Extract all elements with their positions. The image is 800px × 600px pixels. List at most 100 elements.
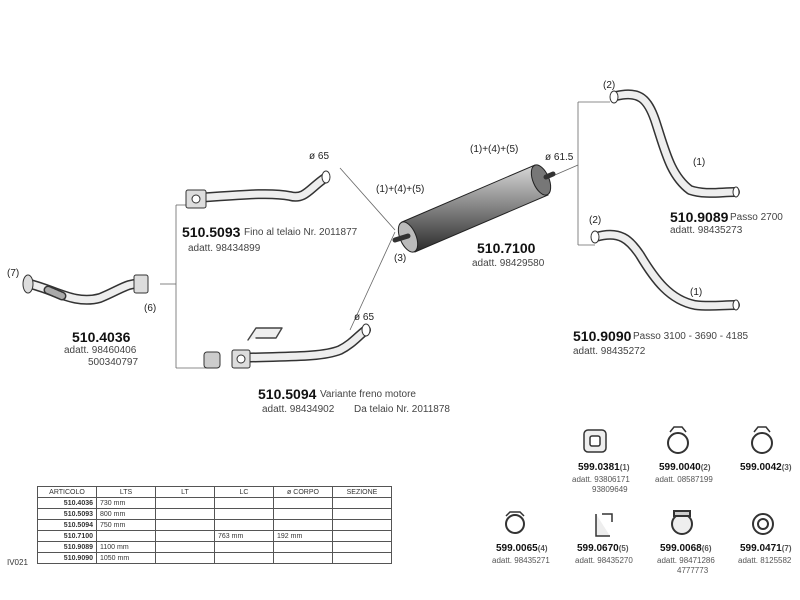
sealing-ring-icon [752, 513, 774, 535]
pipe-510-5093 [185, 170, 331, 209]
marker-3: (3) [394, 253, 407, 264]
column-header: LC [214, 486, 274, 498]
marker-6: (6) [144, 303, 157, 314]
table-cell [155, 541, 215, 553]
part-adatt-510-5094: adatt. 98434902 [262, 404, 335, 415]
table-cell [214, 508, 274, 520]
column-header: SEZIONE [332, 486, 392, 498]
pipe-510-5094 [203, 323, 371, 369]
accessory-adatt: adatt. 08587199 [655, 475, 713, 484]
accessory-code: 599.0068(6) [660, 543, 712, 554]
accessory-adatt: adatt. 98435271 [492, 556, 550, 565]
part-note-510-9090: Passo 3100 - 3690 - 4185 [633, 331, 749, 342]
marker-1a: (1) [693, 157, 706, 168]
part-note-510-5093: Fino al telaio Nr. 2011877 [244, 227, 358, 238]
clamp-ring-icon [667, 426, 689, 454]
part-number-510-4036: 510.4036 [72, 329, 131, 345]
u-clamp-icon [505, 511, 525, 534]
table-cell [214, 497, 274, 509]
part-adatt-510-5093: adatt. 98434899 [188, 243, 261, 254]
table-cell [332, 541, 392, 553]
pipe-510-9089 [609, 89, 740, 198]
table-cell: 730 mm [96, 497, 156, 509]
table-cell: 192 mm [273, 530, 333, 542]
table-cell [155, 508, 215, 520]
part-adatt-510-9089: adatt. 98435273 [670, 225, 743, 236]
part-number-510-5093: 510.5093 [182, 224, 241, 240]
band-clamp-icon [671, 510, 693, 535]
table-header-row: ARTICOLO LTS LT LC ø CORPO SEZIONE [37, 486, 392, 498]
table-cell: 750 mm [96, 519, 156, 531]
accessory-code: 599.0471(7) [740, 543, 792, 554]
part-adatt-510-9090: adatt. 98435272 [573, 346, 646, 357]
table-cell: 510.9089 [37, 541, 97, 553]
marker-diam-65-a: ø 65 [309, 151, 330, 162]
gasket-icon [583, 429, 607, 453]
accessory-code: 599.0040(2) [659, 462, 711, 473]
accessory-code: 599.0042(3) [740, 462, 792, 473]
part-adatt-510-4036: adatt. 98460406 [64, 345, 137, 356]
table-row: 510.9090 1050 mm [37, 552, 392, 564]
table-cell [332, 519, 392, 531]
table-cell: 510.5094 [37, 519, 97, 531]
marker-1b: (1) [690, 287, 703, 298]
table-cell [155, 519, 215, 531]
table-row: 510.9089 1100 mm [37, 541, 392, 553]
bracket-icon [595, 513, 613, 537]
accessory-adatt: adatt. 93806171 [572, 475, 630, 484]
column-header: ARTICOLO [37, 486, 97, 498]
side-code: IV021 [7, 558, 28, 567]
table-cell: 800 mm [96, 508, 156, 520]
spec-table: ARTICOLO LTS LT LC ø CORPO SEZIONE 510.4… [37, 486, 392, 564]
table-cell: 763 mm [214, 530, 274, 542]
table-cell [155, 552, 215, 564]
part-adatt-510-7100: adatt. 98429580 [472, 258, 545, 269]
table-cell: 510.7100 [37, 530, 97, 542]
marker-2a: (2) [603, 80, 616, 91]
table-cell [273, 519, 333, 531]
accessory-code: 599.0381(1) [578, 462, 630, 473]
accessory-code: 599.0670(5) [577, 543, 629, 554]
part-number-510-9090: 510.9090 [573, 328, 632, 344]
part-note-510-9089: Passo 2700 [730, 212, 783, 223]
table-cell [214, 552, 274, 564]
column-header: LT [155, 486, 215, 498]
part-note2-510-5094: Da telaio Nr. 2011878 [354, 404, 450, 415]
table-cell [273, 541, 333, 553]
marker-2b: (2) [589, 215, 602, 226]
pipe-510-9090 [590, 229, 740, 311]
part-number-510-9089: 510.9089 [670, 209, 729, 225]
part-number-510-5094: 510.5094 [258, 386, 317, 402]
marker-7: (7) [7, 268, 20, 279]
pipe-510-4036 [22, 274, 149, 305]
marker-combo-top: (1)+(4)+(5) [470, 144, 519, 155]
marker-diam-65-b: ø 65 [354, 312, 375, 323]
table-cell [96, 530, 156, 542]
table-cell [273, 508, 333, 520]
table-cell [332, 552, 392, 564]
table-cell: 510.5093 [37, 508, 97, 520]
table-cell [273, 497, 333, 509]
marker-diam-61-5: ø 61.5 [545, 152, 574, 163]
accessory-adatt: adatt. 98435270 [575, 556, 633, 565]
marker-combo-left: (1)+(4)+(5) [376, 184, 425, 195]
accessory-adatt: adatt. 98471286 [657, 556, 715, 565]
table-row: 510.7100 763 mm 192 mm [37, 530, 392, 542]
table-row: 510.4036 730 mm [37, 497, 392, 509]
column-header: ø CORPO [273, 486, 333, 498]
table-cell [155, 497, 215, 509]
accessory-extra: 93809649 [592, 485, 628, 494]
accessory-extra: 4777773 [677, 566, 709, 575]
table-cell: 1100 mm [96, 541, 156, 553]
part-number-510-7100: 510.7100 [477, 240, 536, 256]
part-note-510-5094: Variante freno motore [320, 389, 416, 400]
table-row: 510.5093 800 mm [37, 508, 392, 520]
clamp-ring-icon-2 [751, 426, 773, 454]
column-header: LTS [96, 486, 156, 498]
muffler-510-7100 [392, 164, 556, 253]
table-cell [332, 530, 392, 542]
part-alt-510-4036: 500340797 [88, 357, 139, 368]
table-cell [155, 530, 215, 542]
accessory-code: 599.0065(4) [496, 543, 548, 554]
